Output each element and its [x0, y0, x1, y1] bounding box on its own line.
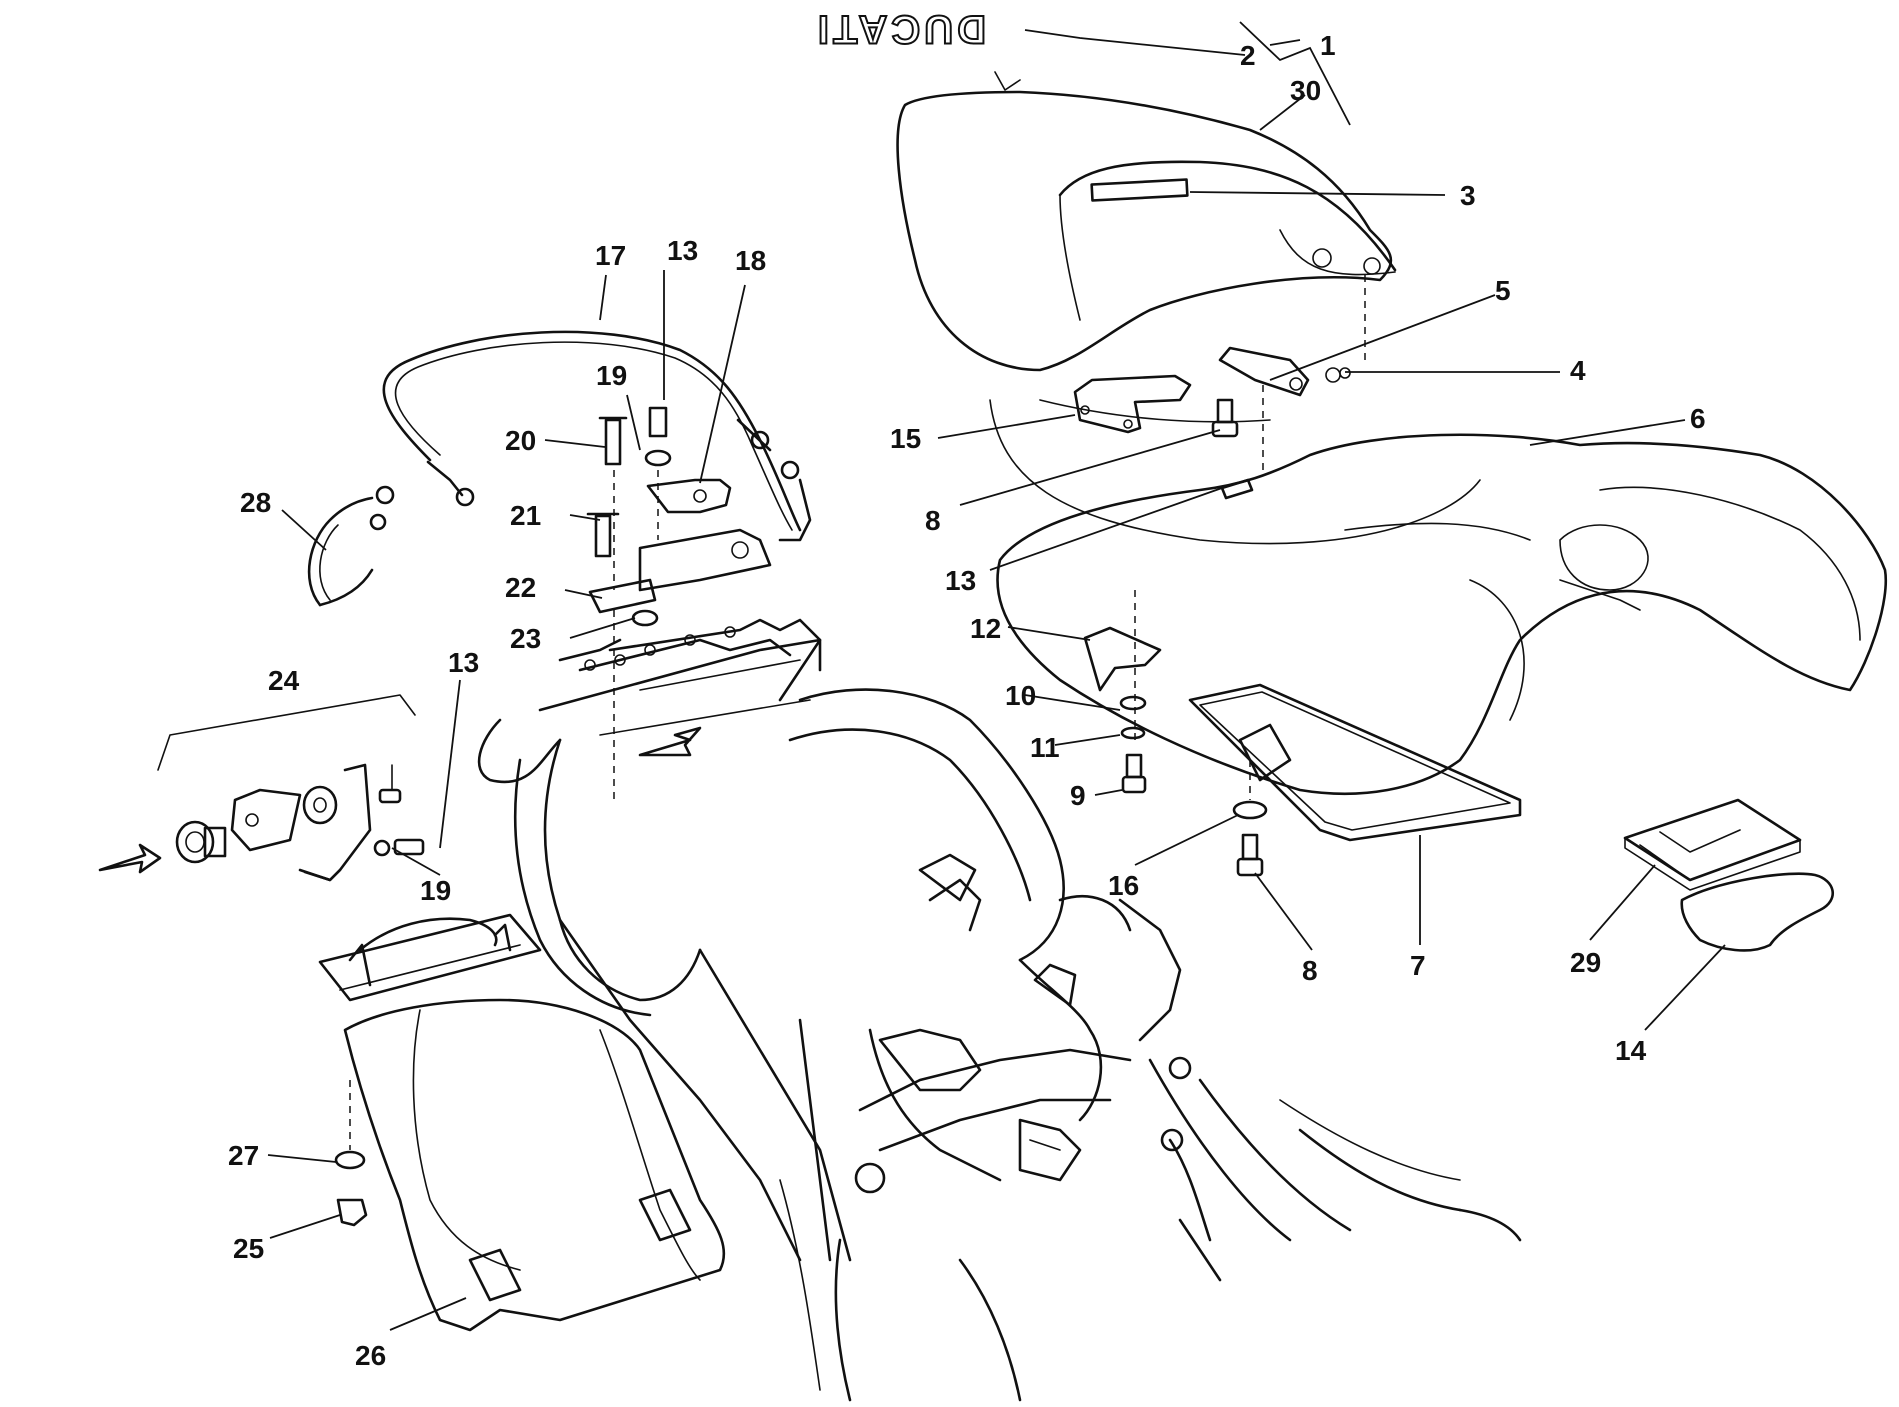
callout-17: 17: [595, 240, 626, 271]
callout-19-upper: 19: [596, 360, 627, 391]
callout-7: 7: [1410, 950, 1426, 981]
lanyard-cable: [307, 485, 395, 607]
callout-12: 12: [970, 613, 1001, 644]
callout-19-lower: 19: [420, 875, 451, 906]
callout-9: 9: [1070, 780, 1086, 811]
callout-22: 22: [505, 572, 536, 603]
ignition-lock-kit: [98, 694, 425, 882]
callout-30: 30: [1290, 75, 1321, 106]
callout-8-lower: 8: [1302, 955, 1318, 986]
callout-26: 26: [355, 1340, 386, 1371]
seat-bracket: [1218, 275, 1366, 397]
callout-27: 27: [228, 1140, 259, 1171]
lock-plate-assembly: [586, 406, 772, 627]
callout-23: 23: [510, 623, 541, 654]
callout-24: 24: [268, 665, 300, 696]
callout-21: 21: [510, 500, 541, 531]
callout-13-cable: 13: [667, 235, 698, 266]
callout-8-upper: 8: [925, 505, 941, 536]
bracket-12-hardware: [1083, 590, 1162, 794]
tail-undertray: [996, 433, 1888, 795]
callout-10: 10: [1005, 680, 1036, 711]
callout-5: 5: [1495, 275, 1511, 306]
leader-lines: [267, 21, 1726, 1331]
callout-16: 16: [1108, 870, 1139, 901]
callout-20: 20: [505, 425, 536, 456]
callout-11: 11: [1030, 732, 1060, 763]
callout-13-lock: 13: [448, 647, 479, 678]
callout-3: 3: [1460, 180, 1476, 211]
callout-labels: 1 2 30 3 5 4 6 15 8 13 12 10 11 9 16 8 7…: [228, 30, 1706, 1371]
callout-29: 29: [1570, 947, 1601, 978]
callout-14: 14: [1615, 1035, 1647, 1066]
seat-lock-bracket: [1073, 374, 1192, 434]
callout-1: 1: [1320, 30, 1336, 61]
callout-28: 28: [240, 487, 271, 518]
seat-cowl: DUCATI: [813, 6, 1481, 545]
screw-set-top: [1211, 385, 1264, 500]
tool-kit-and-pad: [1623, 798, 1834, 952]
callout-6: 6: [1690, 403, 1706, 434]
battery-bracket: [318, 913, 726, 1332]
callout-4: 4: [1570, 355, 1586, 386]
ducati-logo: DUCATI: [814, 7, 986, 51]
callout-18: 18: [735, 245, 766, 276]
callout-15: 15: [890, 423, 921, 454]
rear-subframe: [477, 610, 1522, 1402]
seat-release-cable: [382, 330, 812, 542]
license-plate-holder: [1188, 683, 1522, 877]
callout-13-upper: 13: [945, 565, 976, 596]
callout-2: 2: [1240, 40, 1256, 71]
callout-25: 25: [233, 1233, 264, 1264]
